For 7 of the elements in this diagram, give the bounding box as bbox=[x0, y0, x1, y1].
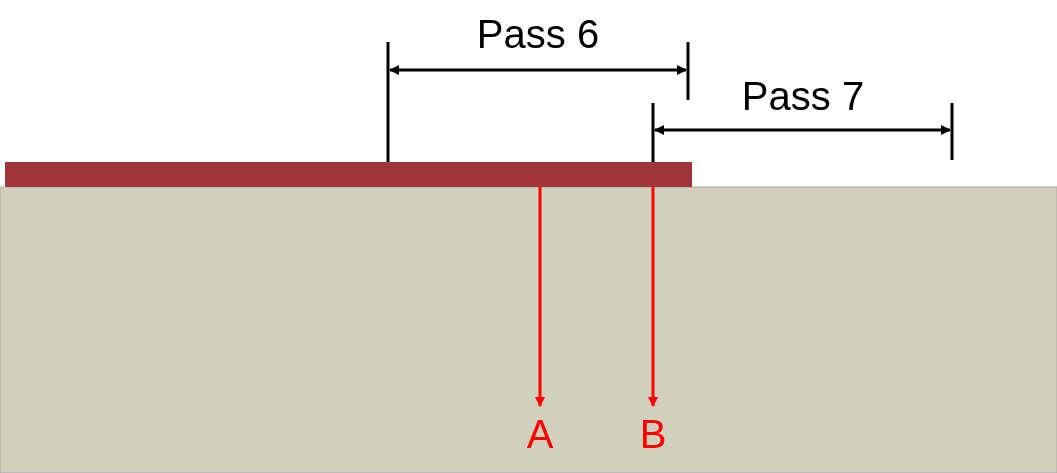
clad-layer-bar bbox=[5, 162, 692, 187]
arrow bbox=[535, 187, 545, 407]
section-letter: A bbox=[520, 412, 560, 460]
dimension-label: Pass 7 bbox=[741, 74, 865, 118]
section-letter: B bbox=[633, 412, 673, 460]
arrow bbox=[648, 187, 658, 407]
dimension-label: Pass 6 bbox=[476, 12, 600, 56]
